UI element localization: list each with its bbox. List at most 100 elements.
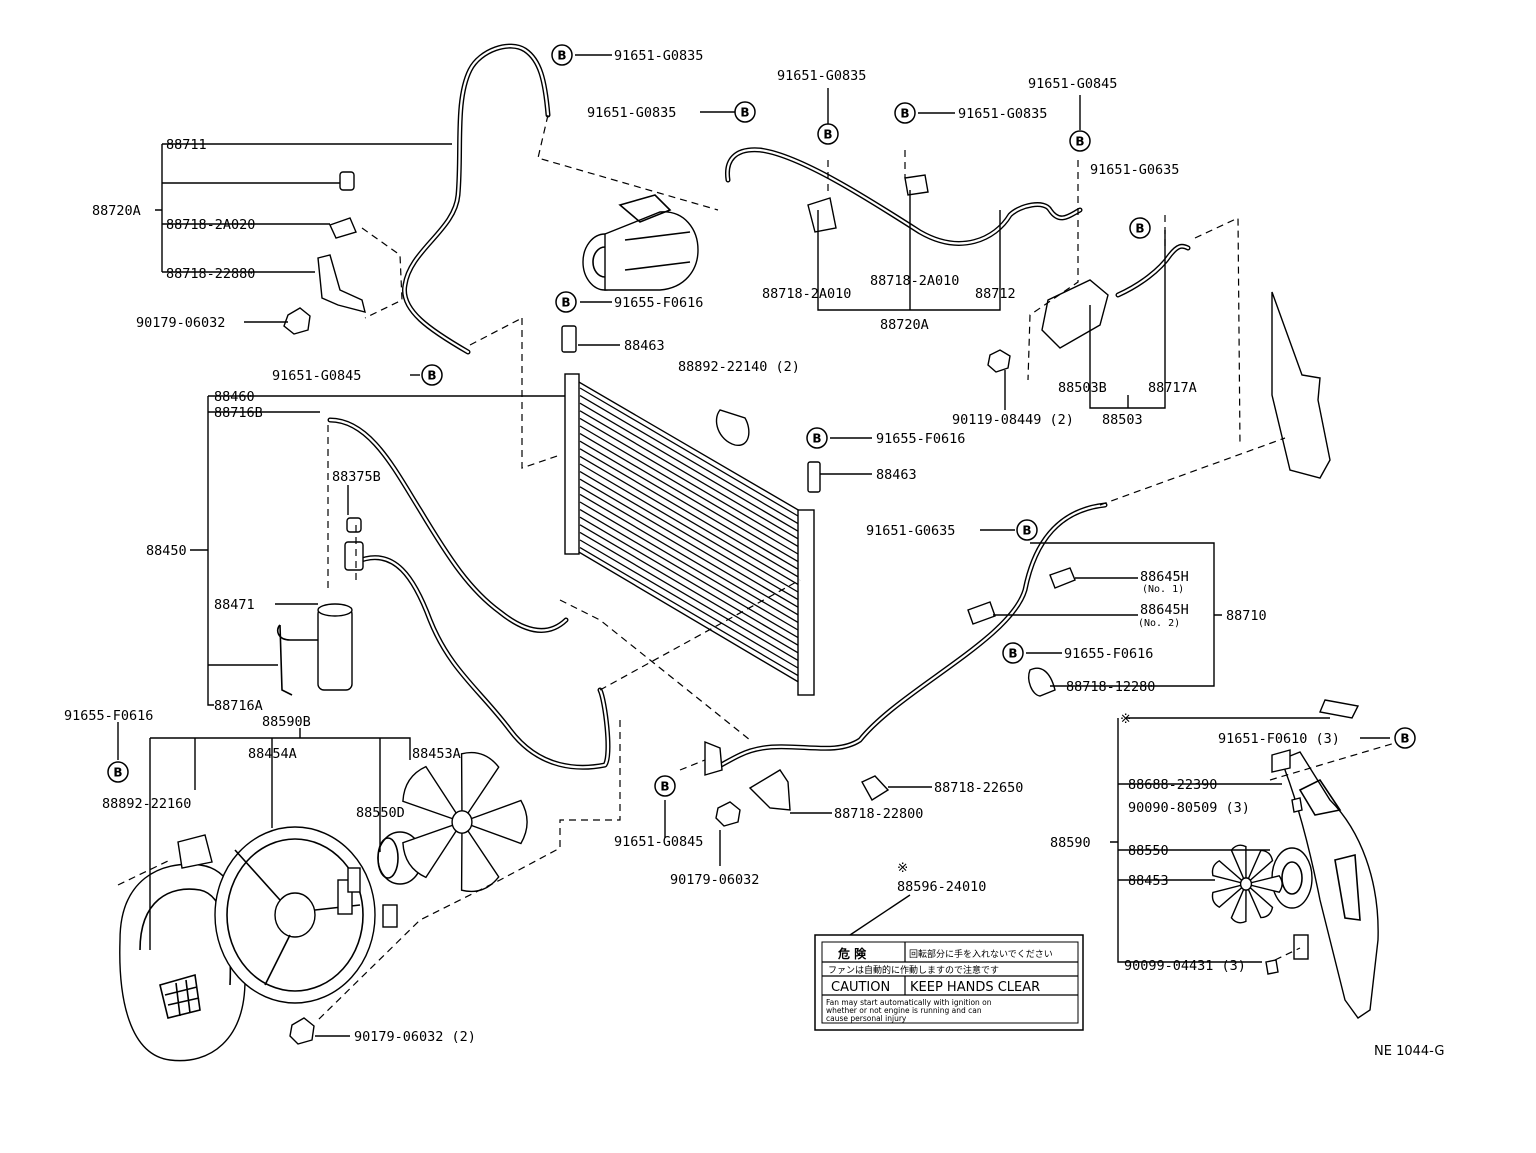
svg-text:B: B — [427, 369, 436, 383]
label-91651-F0610: 91651-F0610 (3) — [1218, 731, 1340, 747]
assembly-guide-lines — [117, 114, 1406, 1021]
diagram-code: NE 1044-G — [1374, 1044, 1444, 1059]
caution-fine-3: cause personal injury — [826, 1014, 907, 1023]
label-88718-22800: 88718-22800 — [834, 806, 923, 822]
bolt-marker: B — [1129, 217, 1151, 239]
label-88718-22650: 88718-22650 — [934, 780, 1023, 796]
label-91655-F0616: 91655-F0616 — [1064, 646, 1153, 662]
label-91651-G0835: 91651-G0835 — [614, 48, 703, 64]
label-88596-24010: 88596-24010 — [897, 879, 986, 895]
leader-lines — [117, 54, 1390, 1037]
label-88718-2A010: 88718-2A010 — [870, 273, 959, 289]
svg-text:B: B — [1400, 732, 1409, 746]
bolt-marker: B — [734, 101, 756, 123]
svg-text:B: B — [812, 432, 821, 446]
bolt-marker: B — [1002, 642, 1024, 664]
label-91651-G0635: 91651-G0635 — [866, 523, 955, 539]
label-88892-22160: 88892-22160 — [102, 796, 191, 812]
caution-fine-1: Fan may start automatically with ignitio… — [826, 998, 992, 1007]
condenser — [564, 373, 815, 696]
label-88550: 88550 — [1128, 843, 1169, 859]
label-90179-06032: 90179-06032 — [670, 872, 759, 888]
label-91655-F0616: 91655-F0616 — [876, 431, 965, 447]
label-91651-G0835: 91651-G0835 — [958, 106, 1047, 122]
label-88453A: 88453A — [412, 746, 461, 762]
label-88463: 88463 — [876, 467, 917, 483]
label-88453: 88453 — [1128, 873, 1169, 889]
label-91651-G0845: 91651-G0845 — [614, 834, 703, 850]
label-88450: 88450 — [146, 543, 187, 559]
label-88590: 88590 — [1050, 835, 1091, 851]
label-88590B: 88590B — [262, 714, 311, 730]
label-91655-F0616: 91655-F0616 — [614, 295, 703, 311]
label-88716A: 88716A — [214, 698, 263, 714]
label-88375B: 88375B — [332, 469, 381, 485]
label-88711: 88711 — [166, 137, 207, 153]
bolt-marker: B — [806, 427, 828, 449]
part-labels: 91651-G0835 91651-G0835 91651-G0835 9165… — [64, 48, 1444, 1059]
fan-housing-88454A — [214, 826, 376, 1004]
bolt-marker: B — [894, 102, 916, 124]
label-91651-G0845: 91651-G0845 — [1028, 76, 1117, 92]
bolt-marker: B — [421, 364, 443, 386]
label-88645H: 88645H — [1140, 602, 1189, 618]
bolt-marker: B — [551, 44, 573, 66]
bolt-marker: B — [654, 775, 676, 797]
label-asterisk: ※ — [1120, 711, 1131, 727]
bolt-marker: B — [1016, 519, 1038, 541]
label-asterisk: ※ — [897, 860, 908, 876]
caution-jp-line2: ファンは自動的に作動しますので注意です — [828, 964, 999, 976]
svg-text:B: B — [1008, 647, 1017, 661]
caution-keep-clear: KEEP HANDS CLEAR — [910, 980, 1040, 995]
bolt-marker: B — [1394, 727, 1416, 749]
svg-text:B: B — [557, 49, 566, 63]
label-88720A: 88720A — [92, 203, 141, 219]
label-90099-04431: 90099-04431 (3) — [1124, 958, 1246, 974]
label-88892-22140: 88892-22140 (2) — [678, 359, 800, 375]
label-88712: 88712 — [975, 286, 1016, 302]
condenser-fins — [579, 387, 799, 677]
caution-title: CAUTION — [831, 980, 890, 995]
caution-label: 危 険 回転部分に手を入れないでください ファンは自動的に作動しますので注意です… — [814, 934, 1084, 1031]
label-88503B: 88503B — [1058, 380, 1107, 396]
label-88645H: 88645H — [1140, 569, 1189, 585]
svg-text:B: B — [113, 766, 122, 780]
label-88717A: 88717A — [1148, 380, 1197, 396]
caution-fine-2: whether or not engine is running and can — [826, 1006, 982, 1015]
svg-text:B: B — [1022, 524, 1031, 538]
label-88463: 88463 — [624, 338, 665, 354]
label-88645H-note: (No. 1) — [1142, 584, 1184, 595]
label-88460: 88460 — [214, 389, 255, 405]
label-88720A: 88720A — [880, 317, 929, 333]
ac-compressor — [582, 194, 699, 291]
svg-text:B: B — [740, 106, 749, 120]
caution-jp-title: 危 険 — [837, 946, 867, 961]
label-88718-12280: 88718-12280 — [1066, 679, 1155, 695]
fan-motor-88550 — [1271, 847, 1313, 960]
bolt-marker: B — [1069, 130, 1091, 152]
svg-text:B: B — [823, 128, 832, 142]
label-91651-G0635: 91651-G0635 — [1090, 162, 1179, 178]
label-91655-F0616: 91655-F0616 — [64, 708, 153, 724]
fan-bracket-88688 — [1284, 751, 1379, 1019]
svg-text:B: B — [561, 296, 570, 310]
bolt-marker: B — [555, 291, 577, 313]
label-88716B: 88716B — [214, 405, 263, 421]
fan-blade-88453A — [402, 751, 528, 893]
shroud-grille — [159, 973, 201, 1019]
svg-text:B: B — [660, 780, 669, 794]
svg-text:B: B — [1075, 135, 1084, 149]
refrigerant-pipes — [327, 43, 1191, 773]
caution-jp-warning: 回転部分に手を入れないでください — [909, 948, 1053, 960]
fittings — [177, 171, 1360, 1045]
label-88550D: 88550D — [356, 805, 405, 821]
receiver-dryer — [276, 517, 364, 696]
label-88718-2A020: 88718-2A020 — [166, 217, 255, 233]
fan-blade-88453 — [1211, 844, 1283, 924]
label-90119-08449: 90119-08449 (2) — [952, 412, 1074, 428]
label-88471: 88471 — [214, 597, 255, 613]
label-88645H-note: (No. 2) — [1138, 618, 1180, 629]
svg-text:B: B — [1135, 222, 1144, 236]
svg-text:B: B — [900, 107, 909, 121]
